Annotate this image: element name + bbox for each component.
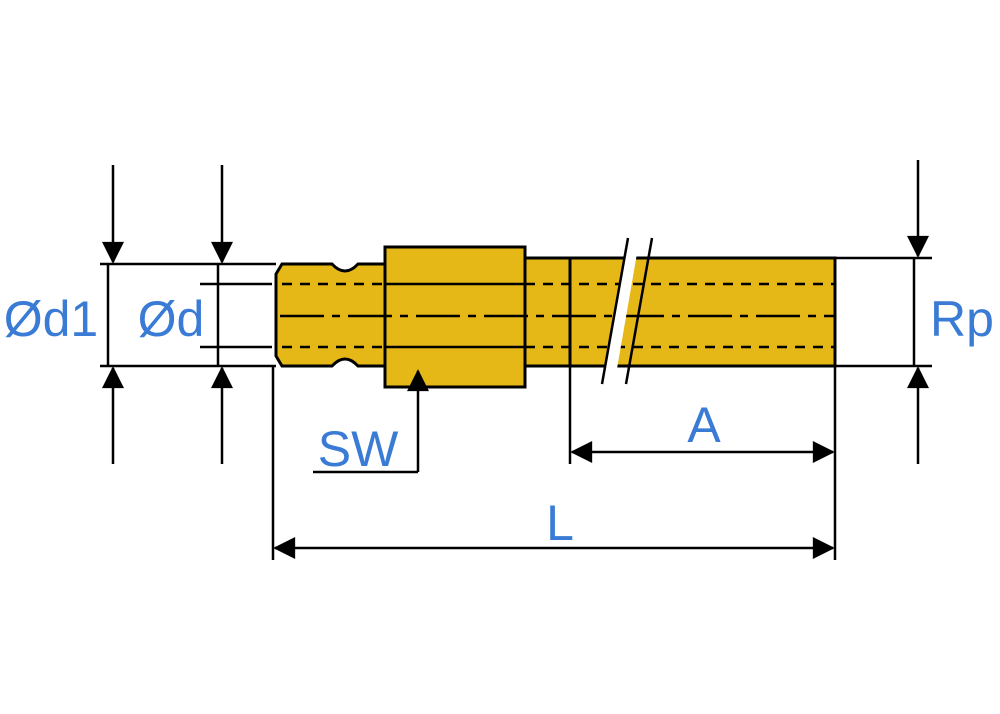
- label-rp: Rp: [930, 291, 994, 347]
- label-a: A: [687, 397, 721, 453]
- rp-dimension: [835, 160, 932, 464]
- a-dimension: [568, 366, 837, 560]
- label-l: L: [546, 495, 574, 551]
- plug-body: [274, 236, 837, 389]
- plug-nose: [274, 262, 387, 368]
- d1-dimension: [100, 165, 276, 464]
- d-dimension: [200, 165, 272, 464]
- label-d1: Ød1: [4, 291, 99, 347]
- sw-leader: [313, 369, 429, 474]
- label-d: Ød: [138, 291, 205, 347]
- label-sw: SW: [318, 421, 399, 477]
- length-break: [602, 236, 640, 386]
- l-dimension: [271, 366, 835, 560]
